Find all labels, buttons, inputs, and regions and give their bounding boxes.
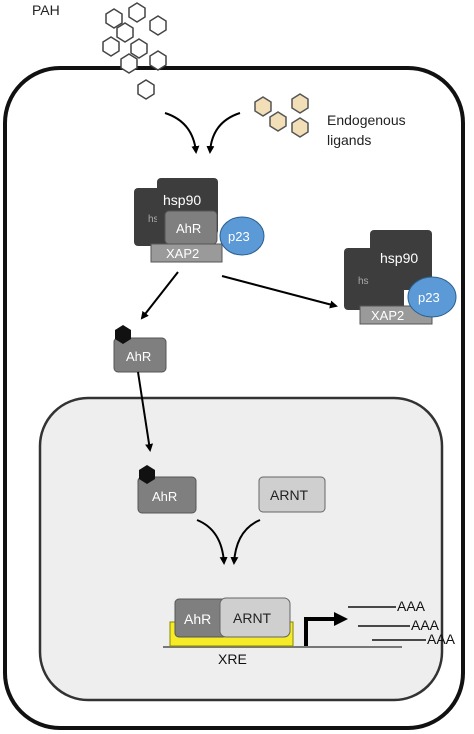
hsp90-label-2: hsp90 — [380, 250, 418, 266]
arrow-nuclear-import — [137, 371, 154, 452]
ahr-block — [164, 210, 218, 245]
endogenous-label-line2: ligands — [327, 132, 371, 148]
arrow-ahr-to-dimer — [196, 519, 228, 565]
ahr-ligand-nucleus: AhR — [137, 465, 197, 514]
pah-hexagon-icon — [120, 53, 138, 74]
xap2-label-2: XAP2 — [371, 308, 404, 323]
ahr-block-cytoplasm — [113, 337, 167, 373]
pah-hexagon-icon — [116, 22, 134, 43]
released-chaperone-complex: hs XAP2 hsp90 p23 — [344, 230, 457, 325]
p23-label: p23 — [228, 229, 250, 244]
dimer-arnt-label: ARNT — [233, 610, 272, 626]
hsp90-back-label: hs — [148, 214, 159, 225]
arrow-pah-entry — [164, 112, 200, 154]
pah-hexagon-icon — [137, 79, 155, 100]
arrow-to-released-chaperones — [221, 275, 338, 309]
hsp90-label: hsp90 — [163, 192, 201, 208]
polya-label: AAA — [397, 598, 426, 614]
endogenous-label-line1: Endogenous — [327, 112, 406, 128]
transcription-arrowhead-icon — [334, 612, 348, 626]
ahr-cytoplasm-label: AhR — [126, 349, 151, 364]
pah-hexagon-icon — [149, 15, 167, 36]
p23-ellipse — [219, 216, 265, 256]
transcription-start-arrow — [304, 617, 336, 646]
arrow-arnt-to-dimer — [230, 519, 261, 565]
pah-label: PAH — [32, 2, 60, 18]
arrow-ligand-entry — [206, 112, 241, 154]
ahr-block-nucleus — [137, 476, 197, 514]
arrow-to-ahr-ligand — [140, 271, 179, 320]
arnt-block-nucleus — [258, 476, 326, 513]
ahr-label: AhR — [176, 221, 201, 236]
ahr-arnt-dimer: AhR ARNT — [174, 597, 291, 638]
polya-label: AAA — [411, 617, 440, 633]
ligand-hexagon-icon — [269, 111, 287, 132]
ahr-nucleus-label: AhR — [152, 489, 177, 504]
polya-label: AAA — [427, 631, 456, 647]
pah-hexagon-icon — [130, 38, 148, 59]
hsp90-front-block-2 — [370, 230, 432, 290]
ahr-hsp90-complex: hs hsp90 XAP2 AhR p23 — [134, 178, 265, 263]
xre-label: XRE — [218, 651, 247, 667]
dimer-arnt-block — [219, 597, 291, 638]
bound-ligand-icon-nucleus — [139, 465, 155, 484]
ligand-hexagon-icon — [291, 93, 309, 114]
hsp90-back-label-2: hs — [358, 276, 369, 287]
ligand-hexagon-icon — [254, 96, 272, 117]
dimer-ahr-label: AhR — [184, 611, 211, 627]
pah-hexagon-icon — [128, 2, 146, 23]
ligand-hexagon-icon — [291, 117, 309, 138]
p23-label-2: p23 — [418, 290, 440, 305]
endogenous-ligands — [254, 93, 309, 138]
p23-ellipse-2 — [407, 276, 457, 318]
pah-hexagon-icon — [105, 8, 123, 29]
bound-ligand-icon — [115, 325, 131, 344]
pah-hexagon-icon — [102, 36, 120, 57]
pah-molecules — [102, 2, 167, 100]
ahr-ligand-cytoplasm: AhR — [113, 325, 167, 373]
pah-hexagon-icon — [149, 50, 167, 71]
arnt-nucleus-label: ARNT — [270, 487, 309, 503]
xap2-label: XAP2 — [166, 246, 199, 261]
